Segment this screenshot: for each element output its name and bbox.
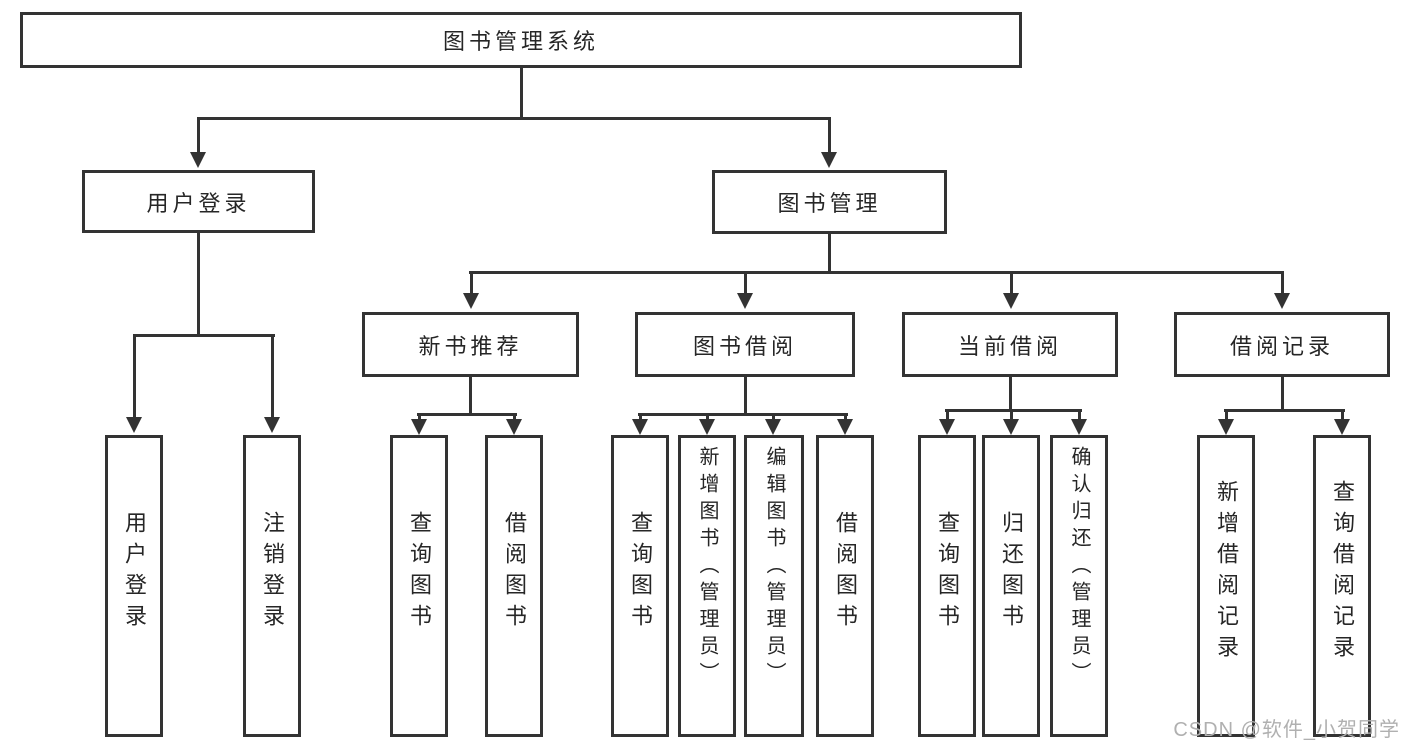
leaf-query-books-recommend-label: 查询图书 [407,511,432,635]
connector-leaf-return-book [1010,409,1013,421]
node-book-borrow: 图书借阅 [635,312,855,377]
arrowhead-module-current-borrow [1003,293,1019,309]
leaf-query-books-current: 查询图书 [918,435,976,737]
connector-user-login-spread [133,334,275,337]
csdn-watermark: CSDN @软件_小贺同学 [1173,719,1400,741]
connector-leaf-confirm-return [1078,409,1081,421]
node-book-management: 图书管理 [712,170,947,234]
arrowhead-leaf-add-record [1218,419,1234,435]
node-new-book-recommend-label: 新书推荐 [418,333,523,359]
leaf-query-borrow-record: 查询借阅记录 [1313,435,1371,737]
node-borrow-records-label: 借阅记录 [1229,333,1334,359]
leaf-add-book-admin-label: 新增图书（管理员） [696,446,718,689]
leaf-edit-book-admin-label: 编辑图书（管理员） [763,446,785,689]
leaf-logout-login-label: 注销登录 [260,511,285,635]
connector-leaf-query-record [1341,409,1344,421]
node-user-login-label: 用户登录 [146,190,251,216]
leaf-borrow-books-recommend: 借阅图书 [485,435,543,737]
connector-branch-user-login [197,117,200,154]
connector-branch-book-management [828,117,831,154]
leaf-query-books-recommend: 查询图书 [390,435,448,737]
leaf-user-login-label: 用户登录 [122,511,147,635]
leaf-borrow-books-borrow: 借阅图书 [816,435,874,737]
arrowhead-leaf-query-books-2 [632,419,648,435]
connector-leaf-query-books-3 [946,409,949,421]
connector-leaf-logout [271,334,274,418]
connector-new-book-spread [417,413,517,416]
arrowhead-user-login [190,152,206,168]
arrowhead-leaf-query-books-3 [939,419,955,435]
connector-book-management-spread [469,271,1284,274]
connector-module-book-borrow [744,271,747,295]
connector-leaf-add-record [1225,409,1228,421]
leaf-query-borrow-record-label: 查询借阅记录 [1330,480,1355,666]
node-current-borrow-label: 当前借阅 [957,333,1062,359]
arrowhead-leaf-logout [264,417,280,433]
connector-new-book-stem [469,377,472,416]
arrowhead-book-management [821,152,837,168]
connector-leaf-user-login [133,334,136,418]
leaf-return-book-label: 归还图书 [999,511,1024,635]
leaf-edit-book-admin: 编辑图书（管理员） [744,435,804,737]
leaf-borrow-books-recommend-label: 借阅图书 [502,511,527,635]
leaf-user-login: 用户登录 [105,435,163,737]
arrowhead-leaf-edit-book [765,419,781,435]
connector-leaf-add-book [706,413,709,421]
arrowhead-leaf-query-record [1334,419,1350,435]
leaf-add-book-admin: 新增图书（管理员） [678,435,736,737]
leaf-return-book: 归还图书 [982,435,1040,737]
connector-leaf-query-books-1 [418,413,421,421]
leaf-query-books-borrow-label: 查询图书 [628,511,653,635]
arrowhead-leaf-confirm-return [1071,419,1087,435]
connector-borrow-records-stem [1281,377,1284,412]
node-new-book-recommend: 新书推荐 [362,312,579,377]
node-current-borrow: 当前借阅 [902,312,1118,377]
leaf-add-borrow-record-label: 新增借阅记录 [1214,480,1239,666]
connector-leaf-query-books-2 [639,413,642,421]
node-library-management-system: 图书管理系统 [20,12,1022,68]
leaf-query-books-current-label: 查询图书 [935,511,960,635]
connector-leaf-edit-book [772,413,775,421]
arrowhead-leaf-borrow-books-1 [506,419,522,435]
node-user-login: 用户登录 [82,170,315,233]
arrowhead-leaf-return-book [1003,419,1019,435]
leaf-confirm-return-admin-label: 确认归还（管理员） [1068,446,1090,689]
leaf-query-books-borrow: 查询图书 [611,435,669,737]
connector-leaf-borrow-books-2 [844,413,847,421]
connector-borrow-records-spread [1224,409,1345,412]
connector-book-borrow-spread [638,413,848,416]
connector-book-borrow-stem [744,377,747,416]
connector-current-borrow-stem [1009,377,1012,412]
node-borrow-records: 借阅记录 [1174,312,1390,377]
node-book-borrow-label: 图书借阅 [692,333,797,359]
connector-root-spread [197,117,831,120]
node-book-management-label: 图书管理 [777,191,882,216]
leaf-add-borrow-record: 新增借阅记录 [1197,435,1255,737]
connector-module-borrow-records [1281,271,1284,295]
connector-current-borrow-spread [945,409,1082,412]
connector-book-management-stem [828,234,831,274]
arrowhead-module-borrow-records [1274,293,1290,309]
connector-module-current-borrow [1010,271,1013,295]
node-root-label: 图书管理系统 [442,29,599,54]
arrowhead-module-book-borrow [737,293,753,309]
arrowhead-leaf-query-books-1 [411,419,427,435]
connector-user-login-stem [197,233,200,337]
connector-root-stem [520,68,523,120]
leaf-logout-login: 注销登录 [243,435,301,737]
connector-leaf-borrow-books-1 [513,413,516,421]
leaf-borrow-books-borrow-label: 借阅图书 [833,511,858,635]
connector-module-new-book [470,271,473,295]
arrowhead-leaf-borrow-books-2 [837,419,853,435]
arrowhead-leaf-user-login [126,417,142,433]
leaf-confirm-return-admin: 确认归还（管理员） [1050,435,1108,737]
arrowhead-leaf-add-book [699,419,715,435]
arrowhead-module-new-book [463,293,479,309]
